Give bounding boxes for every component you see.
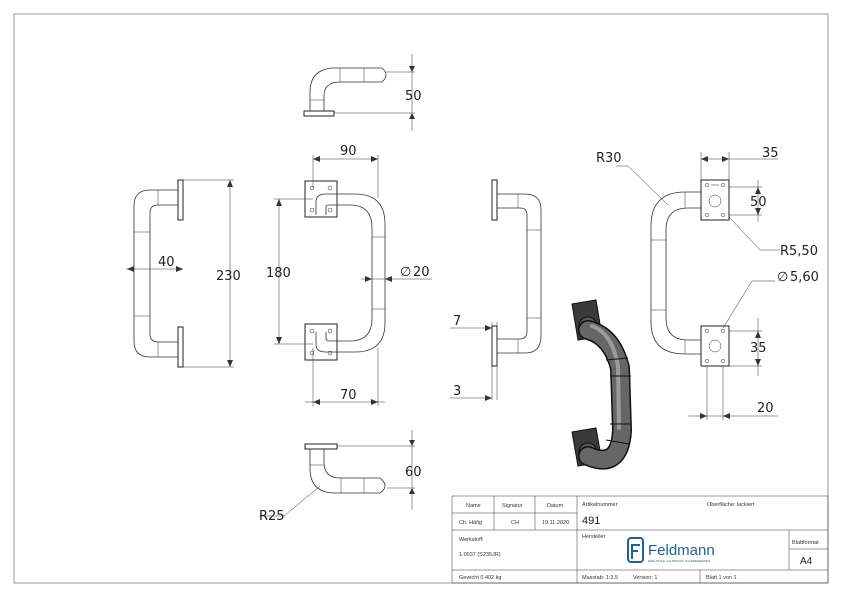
dim-back-hole-symbol: ∅: [777, 270, 788, 285]
side-view: [126, 179, 234, 368]
dim-back-hole: 5,60: [790, 270, 819, 285]
dim-front-width: 90: [340, 144, 357, 159]
tb-werkstoff-label: Werkstoff:: [459, 537, 484, 543]
tb-gewicht: Gewicht 0.402 kg: [459, 575, 502, 581]
dim-side-height: 230: [216, 269, 241, 284]
dim-front-diameter-symbol: ∅: [400, 265, 411, 280]
tb-signatur-header: Signatur: [502, 503, 523, 509]
bottom-view: [259, 430, 415, 517]
dim-side-depth: 40: [158, 255, 175, 270]
dim-bottom-radius: R25: [259, 509, 285, 524]
dim-back-radius: R30: [596, 151, 622, 166]
title-block: [451, 495, 829, 584]
profile-view: [450, 179, 542, 401]
dim-front-bottom-width: 70: [340, 388, 357, 403]
isometric-view: [571, 299, 633, 470]
tb-blattformat-label: Blattformat: [792, 540, 819, 546]
dim-front-diameter: 20: [413, 265, 430, 280]
feldmann-logo-icon: [627, 537, 644, 563]
drawing-frame: [13, 13, 829, 584]
tb-datum-value: 19.11.2020: [542, 520, 569, 526]
dim-back-50: 50: [750, 195, 767, 210]
dim-profile-7: 7: [453, 314, 461, 329]
tb-logo-tagline: EDELSTAHL. ALUMINIUM. SCHMIEDEEISEN: [648, 559, 710, 563]
dim-front-height: 180: [266, 266, 291, 281]
tb-massstab: Masstab: 1:3.5: [582, 575, 618, 581]
dim-back-20: 20: [757, 401, 774, 416]
tb-oberflaeche: Oberfläche: lackiert: [707, 502, 755, 508]
dim-back-35-top: 35: [762, 146, 779, 161]
tb-artikelnummer-value: 491: [582, 515, 600, 527]
dim-bottom-height: 60: [405, 465, 422, 480]
tb-blattformat-value: A4: [800, 556, 813, 567]
tb-version: Version: 1: [633, 575, 657, 581]
tb-blatt: Blatt 1 von 1: [706, 575, 737, 581]
tb-werkstoff-value: 1.0037 (S235JR): [459, 552, 501, 558]
dim-back-35-bottom: 35: [750, 341, 767, 356]
back-view: [616, 152, 780, 420]
top-view: [303, 54, 415, 131]
tb-datum-header: Datum: [547, 503, 564, 509]
tb-name-header: Name: [466, 503, 481, 509]
tb-hersteller-label: Hersteller: [582, 534, 606, 540]
front-view: [274, 155, 432, 406]
tb-signatur-value: CH: [511, 520, 519, 526]
dim-back-r550: R5,50: [780, 244, 818, 259]
tb-logo-name: Feldmann: [648, 542, 715, 559]
dim-profile-3: 3: [453, 384, 461, 399]
dim-top-height: 50: [405, 89, 422, 104]
tb-name-value: Ch. Häfig: [459, 520, 482, 526]
tb-artikelnummer-label: Artikelnummer: [582, 502, 618, 508]
